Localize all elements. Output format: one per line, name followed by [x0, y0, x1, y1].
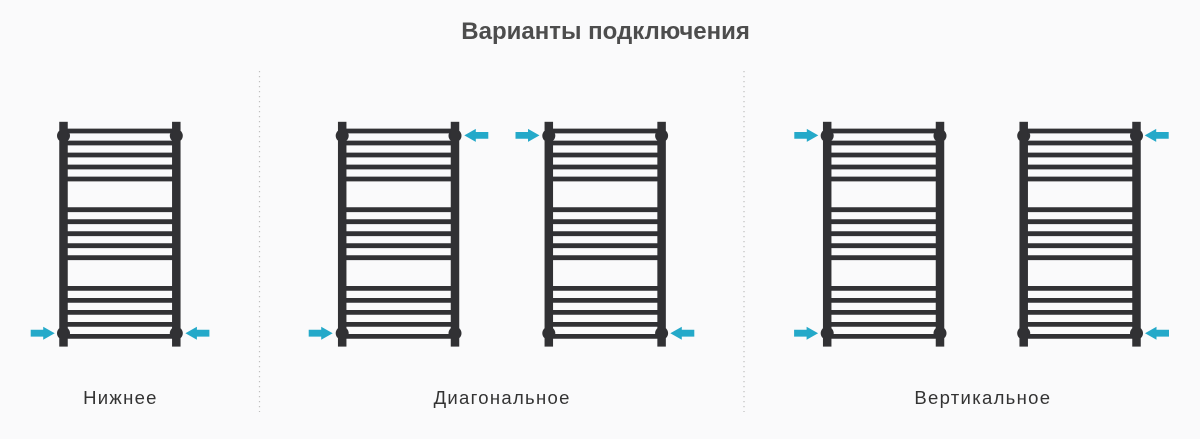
svg-text:Варианты подключения: Варианты подключения — [461, 18, 750, 45]
svg-text:Диагональное: Диагональное — [434, 387, 571, 408]
svg-text:Вертикальное: Вертикальное — [914, 387, 1051, 408]
svg-text:Нижнее: Нижнее — [83, 387, 158, 408]
